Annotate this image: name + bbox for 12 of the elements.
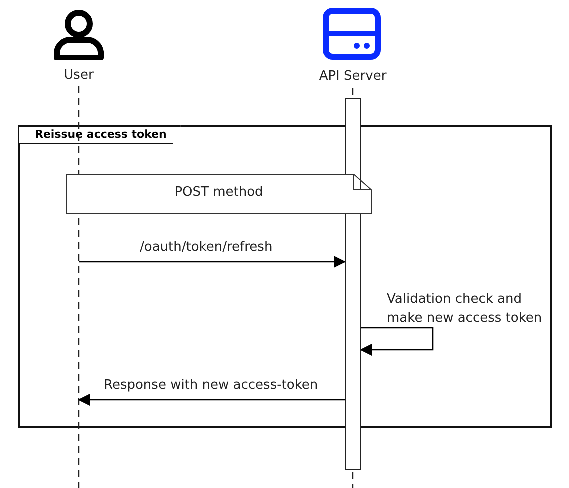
participant-label: API Server bbox=[318, 69, 388, 84]
message-arrow bbox=[78, 394, 345, 406]
message-label: /oauth/token/refresh bbox=[140, 240, 273, 255]
message-arrow bbox=[360, 327, 434, 356]
activation-bar bbox=[345, 98, 361, 470]
message-label: Response with new access-token bbox=[104, 378, 318, 393]
message-arrow bbox=[79, 256, 346, 268]
note-text: POST method bbox=[174, 185, 264, 200]
frame-label: Reissue access token bbox=[18, 125, 181, 144]
message-label: Validation check and make new access token bbox=[387, 291, 544, 328]
participant-label: User bbox=[63, 68, 95, 83]
sequence-frame bbox=[18, 125, 552, 428]
